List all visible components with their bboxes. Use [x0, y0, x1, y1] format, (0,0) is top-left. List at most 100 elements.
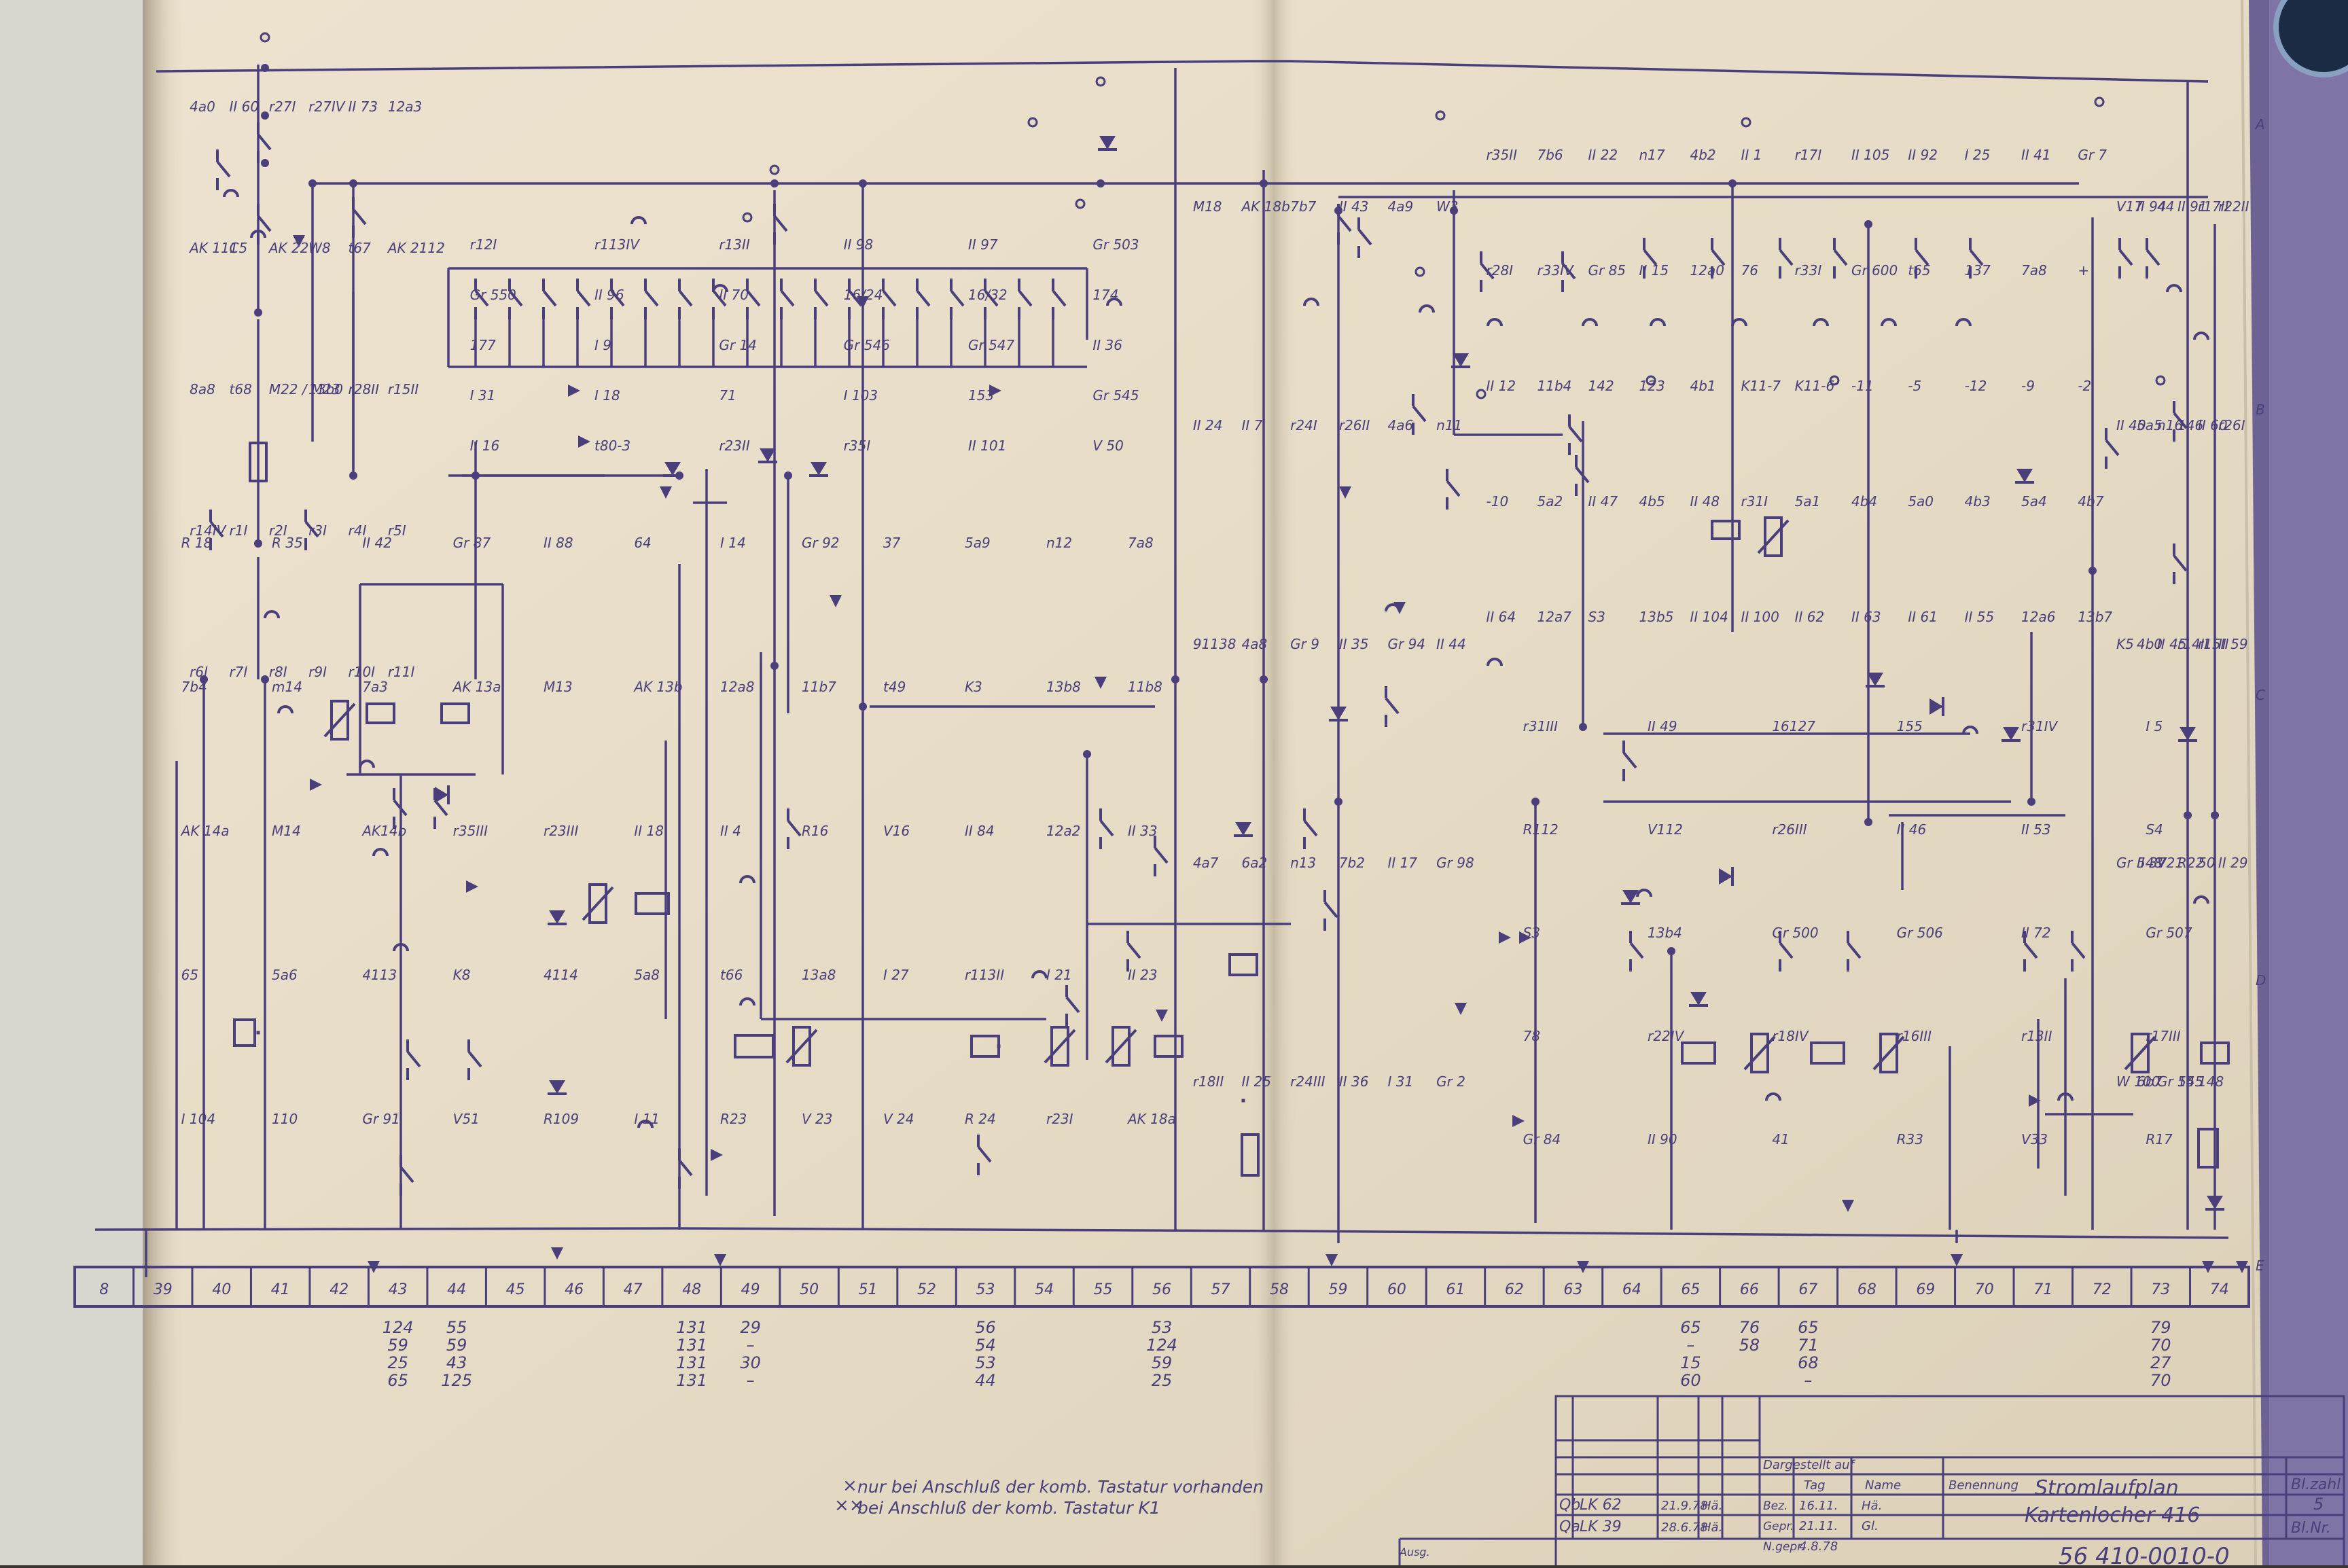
cross-reference: 55: [446, 1318, 467, 1337]
cross-reference: 44: [975, 1371, 996, 1390]
tb-row2-tag: 21.11.: [1799, 1519, 1838, 1533]
component-label: V17: [2116, 198, 2143, 215]
junction-dot: [2211, 811, 2219, 819]
column-number: 61: [1446, 1281, 1465, 1298]
component-label: r4I: [349, 522, 367, 539]
component-label: r14II: [2177, 636, 2209, 652]
cross-reference: 70: [2150, 1371, 2171, 1390]
cross-reference: 43: [446, 1353, 467, 1372]
junction-dot: [261, 64, 269, 72]
grid-letter: C: [2256, 687, 2265, 703]
component-label: V16: [883, 823, 910, 839]
plug-symbol: [739, 997, 755, 1006]
component-label: 13a8: [802, 967, 836, 983]
component-label: t49: [883, 679, 906, 695]
component-label: S3: [1588, 609, 1605, 625]
component-label: R33: [1897, 1131, 1923, 1147]
junction-dot: [2184, 811, 2192, 819]
tb-title-2: Kartenlocher 416: [2025, 1503, 2200, 1527]
component-label: II 29: [2218, 855, 2248, 871]
column-number: 44: [447, 1281, 466, 1298]
component-label: II 49: [1648, 718, 1677, 734]
junction-dot: [261, 111, 269, 120]
contact-symbol: [977, 1135, 992, 1175]
component-label: V21: [2157, 855, 2184, 871]
arrow-icon: [1339, 486, 1351, 499]
diode-symbol: [548, 1080, 567, 1095]
tb-row1-tag: 16.11.: [1799, 1499, 1838, 1513]
terminal: [1646, 375, 1656, 386]
contact-symbol: [474, 279, 489, 319]
component-label: -10: [1487, 493, 1509, 510]
contact-symbol: [2071, 931, 2086, 972]
cross-reference: 59: [1152, 1353, 1173, 1372]
component-label: 12a6: [2021, 609, 2055, 625]
diode-symbol: [1621, 890, 1640, 905]
component-label: 4b1: [1690, 378, 1716, 394]
component-label: Gr 550: [470, 287, 516, 303]
relay-coil: [233, 1018, 256, 1047]
component-label: -11: [1851, 378, 1874, 394]
tb-col-name: Name: [1865, 1478, 1901, 1493]
column-number: 52: [917, 1281, 936, 1298]
component-label: II 60: [230, 99, 260, 115]
contact-symbol: [467, 1039, 482, 1080]
component-label: r24III: [1290, 1073, 1325, 1090]
component-label: Gr 87: [453, 535, 491, 551]
component-label: AK 111: [188, 240, 238, 256]
arrow-icon: [660, 486, 672, 499]
cross-reference: 65: [1798, 1318, 1819, 1337]
component-label: r35I: [844, 438, 871, 454]
junction-dot: [1864, 220, 1872, 228]
component-label: t67: [349, 240, 372, 256]
component-label: S3: [1523, 925, 1540, 941]
junction-dot: [859, 179, 867, 188]
cross-reference: 59: [446, 1336, 467, 1355]
cross-reference: 76: [1739, 1318, 1760, 1337]
component-label: II 12: [1487, 378, 1516, 394]
arrow-icon: [1326, 1254, 1338, 1266]
column-number: 48: [682, 1281, 701, 1298]
component-label: -12: [1965, 378, 1987, 394]
contact-symbol: [1575, 455, 1590, 496]
component-label: II 72: [2021, 925, 2051, 941]
component-label: 76: [1741, 262, 1758, 279]
component-label: 155: [1897, 718, 1923, 734]
contact-symbol: [2173, 544, 2188, 584]
arrow-icon: [1455, 1003, 1467, 1015]
component-label: V33: [2021, 1131, 2048, 1147]
component-label: r18IV: [1772, 1028, 1809, 1044]
title-block-text: Dargestellt auf Tag Name Benennung Strom…: [1399, 1458, 2341, 1568]
junction-dot: [1579, 723, 1587, 731]
component-label: 4b0: [2137, 636, 2163, 652]
relay-coil: [635, 892, 670, 915]
cross-reference: 131: [676, 1353, 707, 1372]
contact-symbol: [433, 788, 448, 829]
component-label: 12a8: [720, 679, 754, 695]
component-label: r6I: [190, 664, 208, 680]
varistor-symbol: [1743, 1033, 1776, 1073]
component-label: 65: [181, 967, 198, 983]
component-label: II 61: [1908, 609, 1938, 625]
plug-symbol: [637, 1120, 654, 1128]
plug-symbol: [1303, 298, 1319, 306]
component-label: r17I: [1795, 147, 1822, 163]
arrow-icon: [989, 385, 1001, 397]
diode-symbol: [758, 448, 777, 463]
column-number: 39: [154, 1281, 173, 1298]
component-label: R 24: [965, 1111, 996, 1127]
varistor-symbol: [2124, 1033, 2156, 1073]
component-label: 148: [2198, 1073, 2224, 1090]
relay-coil: [366, 702, 395, 724]
cross-reference: 30: [740, 1353, 761, 1372]
component-label: II 84: [965, 823, 995, 839]
cross-reference: 65: [387, 1371, 408, 1390]
column-number: 43: [389, 1281, 408, 1298]
component-label: Gr 546: [844, 337, 890, 353]
plug-symbol: [1487, 318, 1503, 327]
tb-drawing-no: 56 410-0010-0: [2059, 1543, 2230, 1565]
component-label: Gr 91: [362, 1111, 400, 1127]
component-label: r18II: [1193, 1073, 1224, 1090]
component-label: 7b4: [181, 679, 207, 695]
